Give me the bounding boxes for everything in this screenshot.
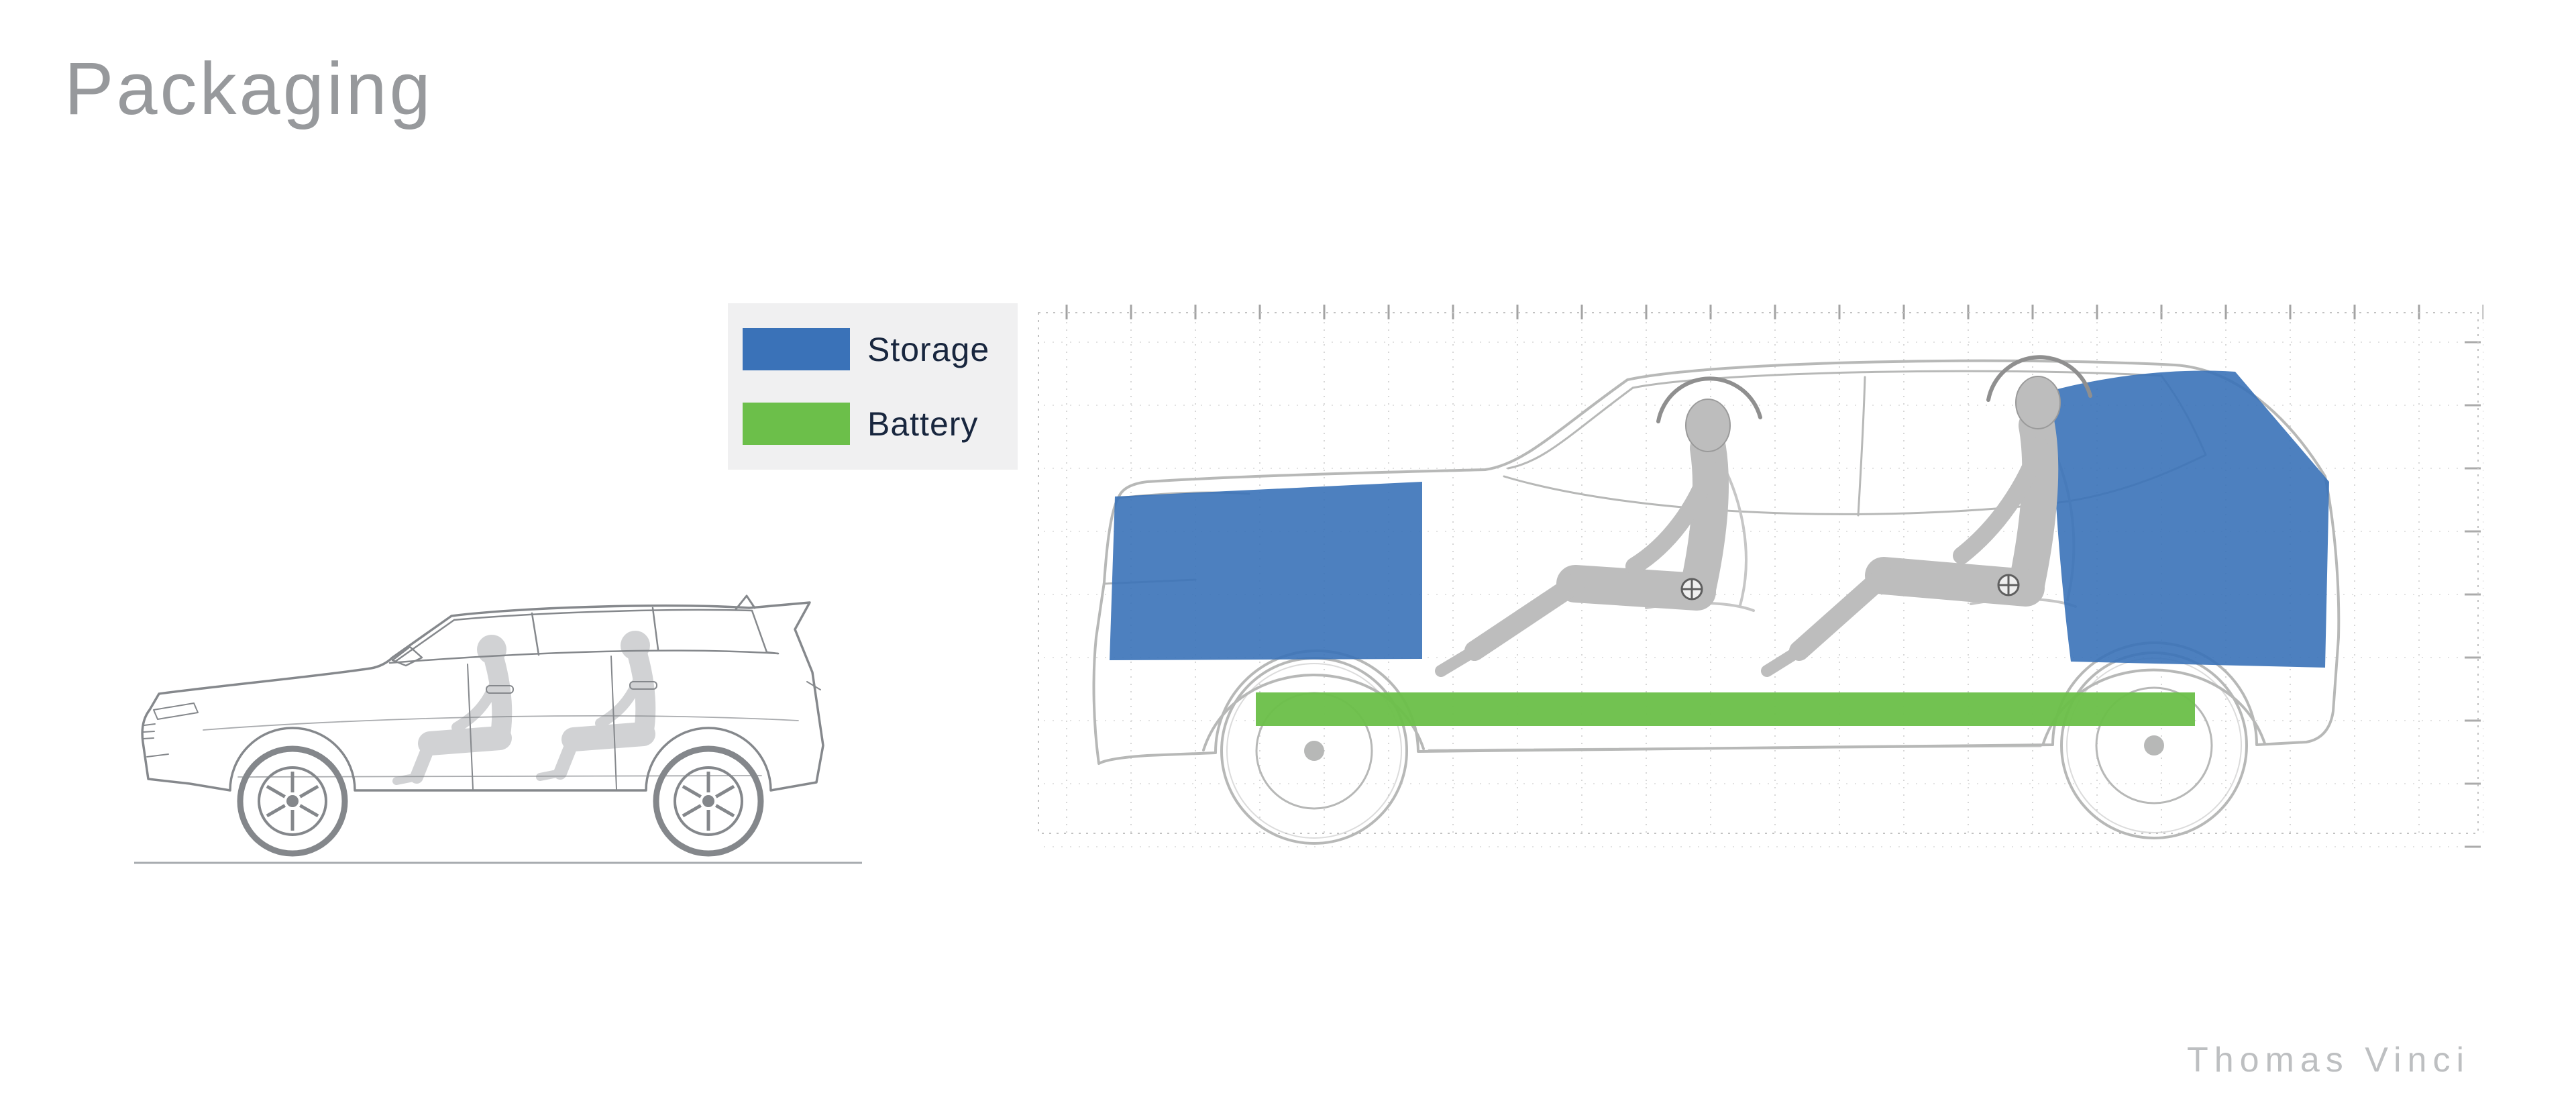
headlight [153,702,199,720]
occupant-silhouettes [396,631,650,781]
tail-lamp [806,681,821,690]
rear-storage-zone [2052,370,2329,668]
rear-wheel [656,749,761,853]
legend-item-storage: Storage [743,328,1018,370]
front-wheel [240,749,345,853]
front-occupant-manikin [1435,399,1731,677]
front-door-handle [486,685,514,694]
rear-occupant-head [2015,376,2061,429]
grille-lines [142,723,156,739]
suv-side-technical-drawing [134,594,862,864]
grid-border [1038,312,2479,834]
rear-occupant-manikin [1761,376,2061,677]
underbody-line [1428,745,2042,751]
battery-label: Battery [867,405,979,443]
legend-item-battery: Battery [743,403,1018,445]
storage-label: Storage [867,330,990,368]
roof-antenna [735,594,756,611]
battery-zone [1256,692,2195,726]
wheels [240,749,761,853]
occupant-manikins [1435,376,2061,677]
rear-door-handle [629,681,657,690]
storage-zones [1110,370,2329,668]
suv-body-outline [141,594,824,792]
front-hip-joint-marker [1680,578,1703,601]
battery-swatch [743,403,850,445]
author-credit: Thomas Vinci [2186,1041,2470,1080]
page-title: Packaging [64,48,433,130]
front-storage-zone [1110,482,1422,660]
legend: Storage Battery [728,303,1018,470]
rear-hip-joint-marker [1997,574,2020,596]
side-mirror [391,645,423,667]
front-occupant-head [1685,399,1731,452]
character-line [203,715,799,731]
headroom-arcs [1656,355,2092,423]
storage-swatch [743,328,850,370]
rocker-line [237,775,762,778]
packaging-concept-sketch [1034,302,2483,859]
